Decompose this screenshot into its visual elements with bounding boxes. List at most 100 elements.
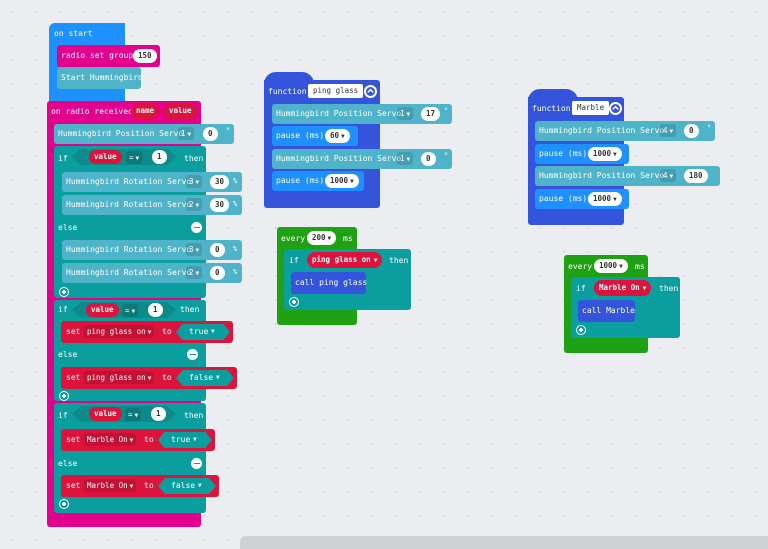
add-else-icon[interactable] [289,297,299,307]
percent-unit: % [233,200,238,208]
to-keyword: to [162,327,172,336]
then-keyword: then [184,411,204,420]
remove-else-icon[interactable] [191,458,202,469]
boolean-true-value[interactable]: true▼ [176,324,230,340]
rotation-value[interactable]: 0 [210,266,225,280]
variable-dropdown-marble[interactable]: Marble On▼ [84,479,137,492]
rotation-value[interactable]: 30 [210,198,230,212]
variable-dropdown-marble[interactable]: Marble On▼ [594,280,652,296]
add-else-icon[interactable] [59,499,69,509]
function-name-field[interactable]: ping glass [308,84,364,98]
if-keyword: if [576,284,586,293]
rotation-servo-label: Hummingbird Rotation Servo [66,177,192,186]
collapse-chevron-icon[interactable] [609,102,622,115]
servo-label: Hummingbird Position Servo [276,109,402,118]
variable-dropdown-ping[interactable]: ping glass on▼ [307,252,383,268]
else-keyword: else [58,459,78,468]
param-value[interactable]: value [164,104,197,119]
pause-label: pause (ms) [539,194,588,203]
set-keyword: set [66,373,81,382]
set-keyword: set [66,481,81,490]
remove-else-icon[interactable] [191,222,202,233]
collapse-chevron-icon[interactable] [364,85,377,98]
if-keyword: if [58,411,68,420]
rotation-port-dropdown[interactable]: 3▼ [186,175,203,188]
marble-servo-block-2[interactable] [535,166,720,186]
degree-unit: ° [444,152,449,160]
pause-label: pause (ms) [539,149,588,158]
servo-value[interactable]: 17 [421,107,441,121]
cond-val-1[interactable]: 1 [152,150,167,164]
servo-port-dropdown[interactable]: 1▼ [397,152,414,165]
call-ping-glass-block[interactable] [291,272,366,294]
every-interval-dropdown[interactable]: 1000▼ [594,259,628,273]
variable-dropdown-marble[interactable]: Marble On▼ [84,433,137,446]
position-servo-value[interactable]: 0 [203,127,218,141]
rotation-value[interactable]: 30 [210,175,230,189]
rotation-port-dropdown[interactable]: 3▼ [186,243,203,256]
if-keyword: if [289,256,299,265]
ping-servo-block-1[interactable] [272,104,452,124]
servo-port-dropdown[interactable]: 1▼ [397,107,414,120]
boolean-true-value[interactable]: true▼ [158,432,212,448]
cond-var-value-2[interactable]: value [86,303,119,317]
to-keyword: to [144,481,154,490]
position-servo-port-dropdown[interactable]: 1▼ [178,127,195,140]
remove-else-icon[interactable] [187,349,198,360]
param-name[interactable]: name [131,104,160,119]
servo-value[interactable]: 0 [684,124,699,138]
add-else-icon[interactable] [59,391,69,401]
servo-port-dropdown[interactable]: 4▼ [660,124,677,137]
start-hummingbird-block[interactable] [57,67,141,89]
rotation-value[interactable]: 0 [210,243,225,257]
if-keyword: if [58,154,68,163]
then-keyword: then [659,284,679,293]
position-servo-block[interactable] [54,124,234,144]
add-else-icon[interactable] [59,287,69,297]
variable-dropdown-ping[interactable]: ping glass on▼ [84,325,155,338]
rotation-port-dropdown[interactable]: 2▼ [186,266,203,279]
cond-val-2[interactable]: 1 [148,303,163,317]
every-interval-dropdown[interactable]: 200▼ [307,231,337,245]
servo-value[interactable]: 180 [684,169,708,183]
call-marble-label: call Marble [582,306,635,315]
workspace-horizontal-scrollbar[interactable] [240,536,768,549]
boolean-false-value[interactable]: false▼ [158,478,216,494]
cond-val-3[interactable]: 1 [151,407,166,421]
set-keyword: set [66,435,81,444]
pause-dropdown[interactable]: 1000▼ [325,174,359,188]
eq-dropdown-1[interactable]: =▼ [126,151,143,164]
rotation-port-dropdown[interactable]: 2▼ [186,198,203,211]
then-keyword: then [180,305,200,314]
marble-servo-block-1[interactable] [535,121,715,141]
add-else-icon[interactable] [576,325,586,335]
ms-keyword: ms [343,234,353,243]
radio-group-value[interactable]: 150 [133,49,157,63]
servo-label: Hummingbird Position Servo [539,126,665,135]
cond-var-value-1[interactable]: value [89,150,122,164]
pause-dropdown[interactable]: 60▼ [325,129,350,143]
variable-dropdown-ping[interactable]: ping glass on▼ [84,371,155,384]
pause-dropdown[interactable]: 1000▼ [588,147,622,161]
servo-port-dropdown[interactable]: 4▼ [660,169,677,182]
position-servo-label: Hummingbird Position Servo [58,129,184,138]
eq-dropdown-3[interactable]: =▼ [125,408,142,421]
rotation-servo-block-1[interactable] [62,172,242,192]
function-keyword: function [532,104,571,113]
degree-unit: ° [444,107,449,115]
servo-value[interactable]: 0 [421,152,436,166]
rotation-servo-label: Hummingbird Rotation Servo [66,245,192,254]
cond-var-value-3[interactable]: value [89,407,122,421]
pause-dropdown[interactable]: 1000▼ [588,192,622,206]
else-keyword: else [58,223,78,232]
rotation-servo-block-2[interactable] [62,195,242,215]
call-marble-block[interactable] [578,300,635,322]
rotation-servo-block-4[interactable] [62,263,242,283]
function-name-field[interactable]: Marble [572,101,610,115]
eq-dropdown-2[interactable]: =▼ [122,304,139,317]
rotation-servo-block-3[interactable] [62,240,242,260]
pause-label: pause (ms) [276,131,325,140]
boolean-false-value[interactable]: false▼ [176,370,234,386]
ping-servo-block-2[interactable] [272,149,452,169]
to-keyword: to [162,373,172,382]
